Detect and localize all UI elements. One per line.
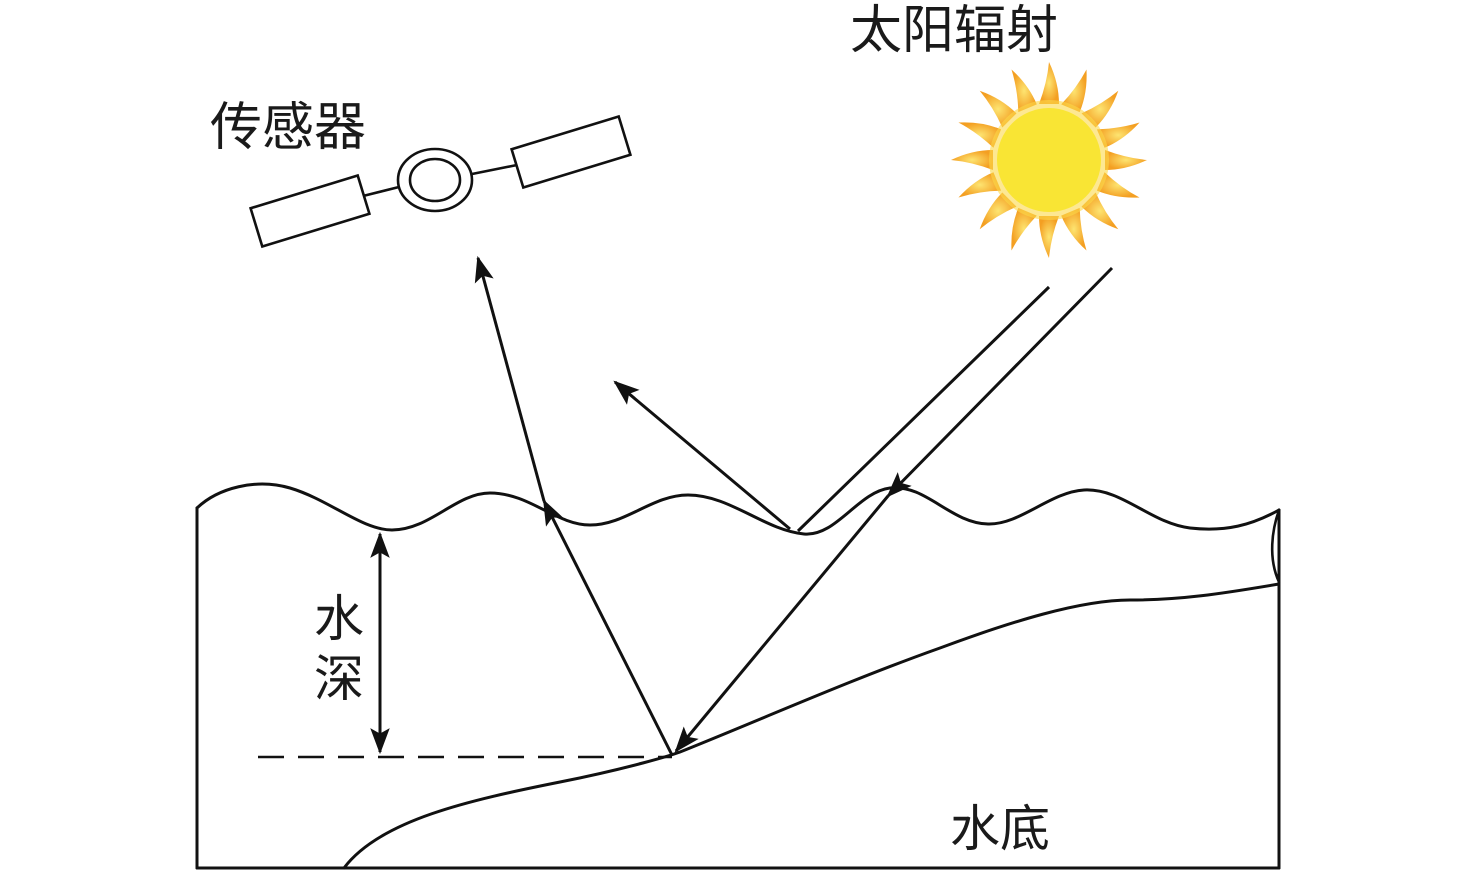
- water-body: [195, 506, 1281, 870]
- emergent-ray-to-sensor: [474, 255, 546, 502]
- sun-ray: [1011, 69, 1037, 113]
- seabed-profile: [342, 582, 1281, 870]
- water-bottom-label: 水底: [950, 800, 1050, 858]
- water-depth-label-1: 水: [314, 590, 364, 648]
- sun-ray: [1039, 216, 1059, 258]
- sun-core: [997, 108, 1101, 212]
- sun-ray: [1061, 69, 1087, 113]
- water-surface: [195, 482, 1281, 536]
- satellite-icon: [248, 114, 633, 249]
- sun-icon: [951, 62, 1147, 258]
- sun-ray: [951, 150, 993, 170]
- sensor-label: 传感器: [210, 98, 366, 158]
- incident-ray-surface: [796, 285, 1051, 533]
- sun-ray: [1105, 150, 1147, 170]
- shore-curve: [1270, 508, 1281, 584]
- sun-ray: [1096, 172, 1140, 198]
- solar-radiation-label: 太阳辐射: [850, 1, 1058, 61]
- sun-ray: [1061, 207, 1087, 251]
- sun-ray: [958, 172, 1002, 198]
- sun-ray: [1096, 122, 1140, 148]
- water-depth-label-2: 深: [314, 650, 364, 708]
- bottom-reflected-ray: [542, 499, 674, 756]
- surface-reflection-ray: [613, 380, 791, 531]
- sun-ray: [958, 122, 1002, 148]
- refracted-ray-to-bottom: [674, 495, 890, 753]
- sun-ray: [1039, 62, 1059, 104]
- incident-ray-refracted-in: [886, 266, 1114, 498]
- sun-ray: [1011, 207, 1037, 251]
